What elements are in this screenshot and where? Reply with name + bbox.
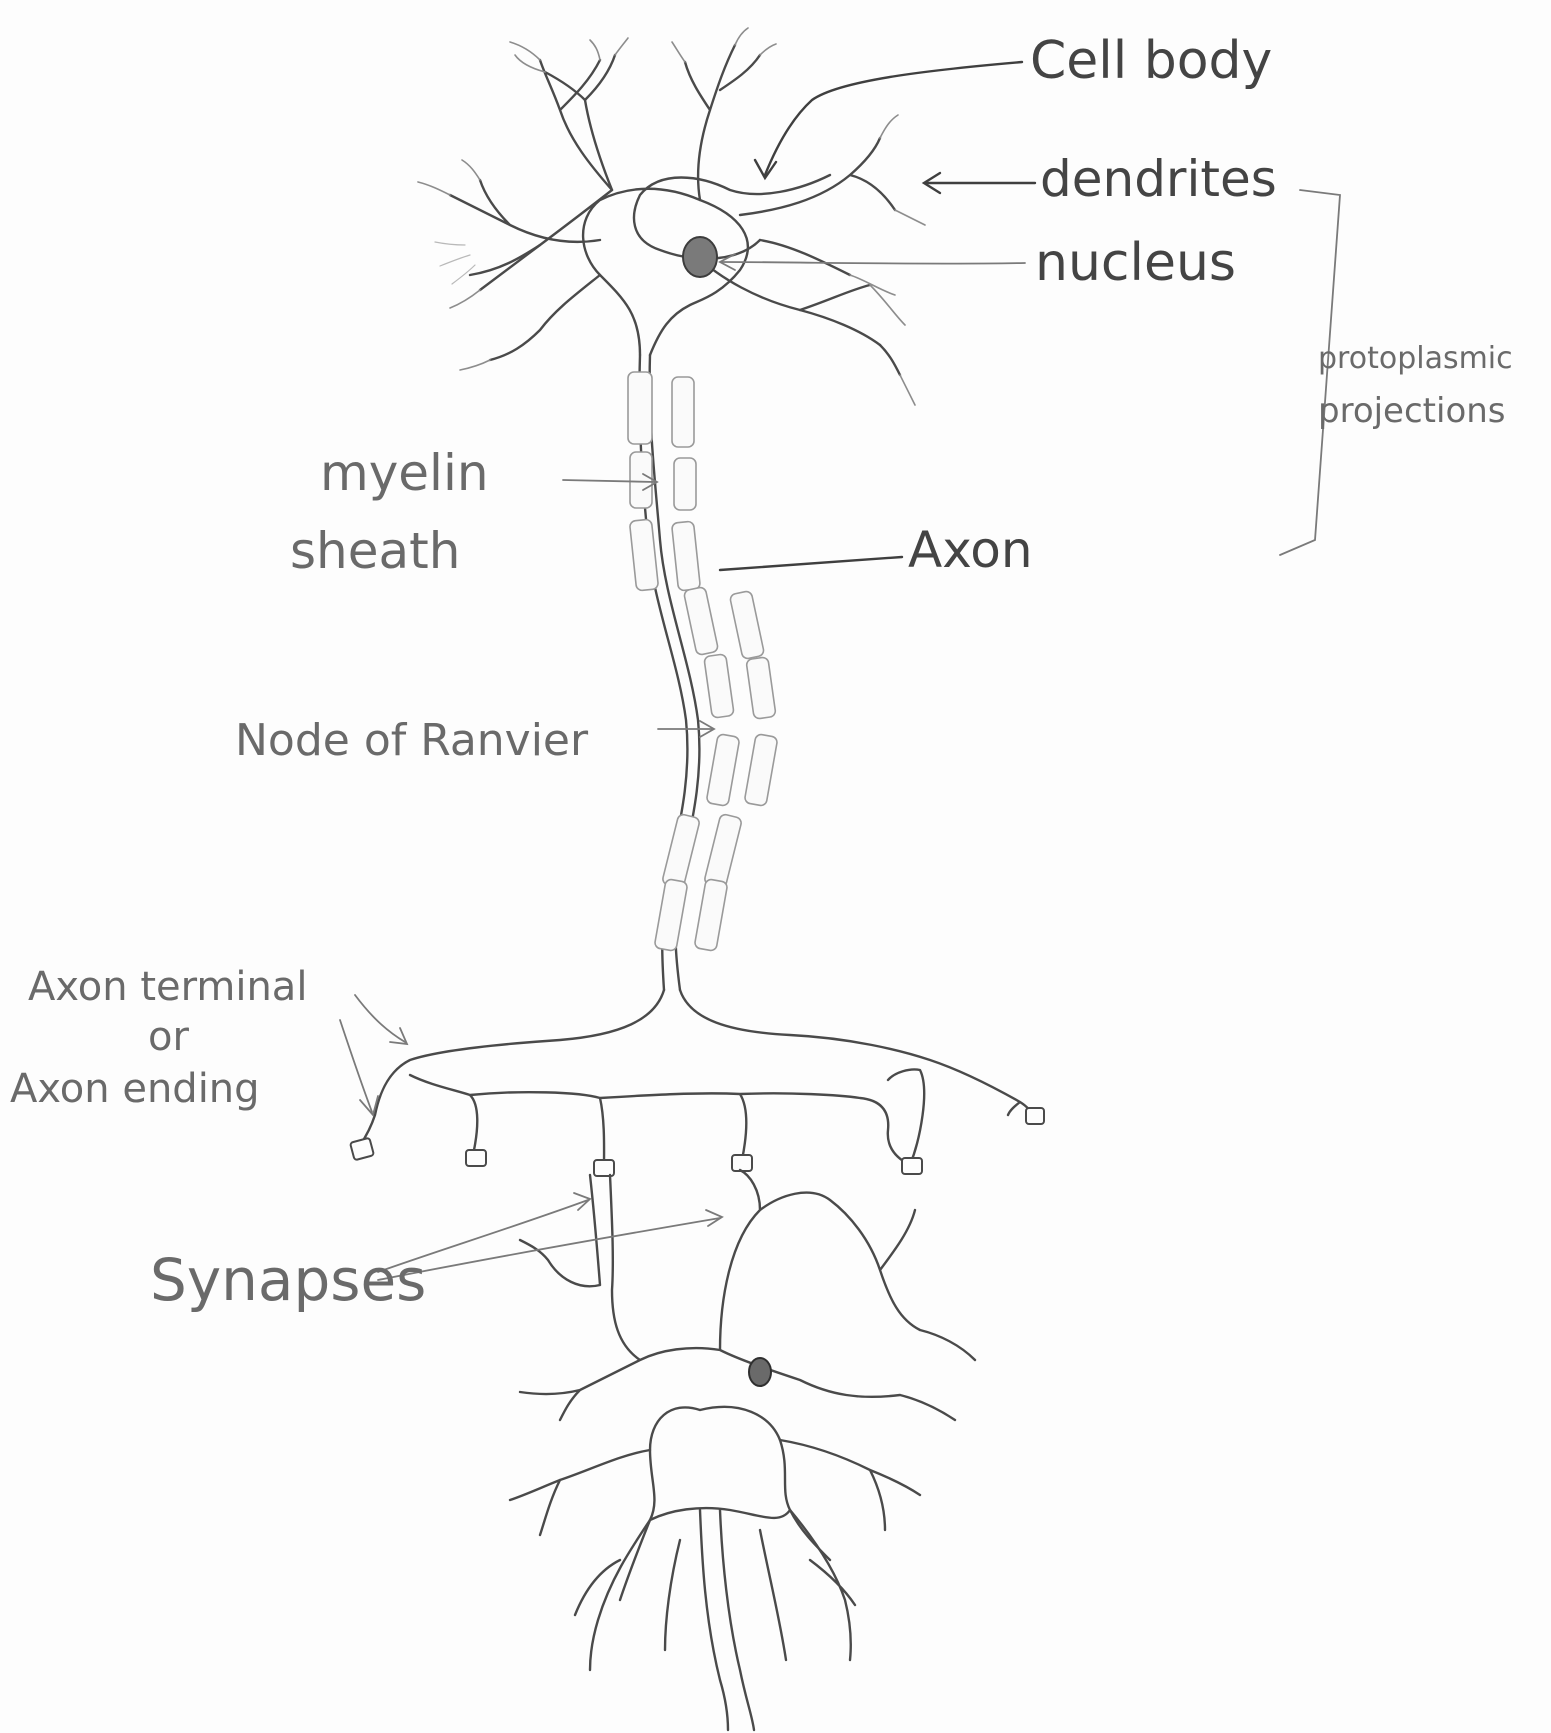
node-of-ranvier-label: Node of Ranvier xyxy=(235,715,589,766)
bouton xyxy=(594,1160,614,1176)
synapses-leader-2 xyxy=(378,1218,720,1280)
lower-dendrites xyxy=(520,1170,975,1420)
myelin-segment xyxy=(654,879,688,952)
myelin-segment xyxy=(729,590,764,659)
bouton xyxy=(350,1138,374,1161)
myelin-segment xyxy=(630,452,652,508)
dendrite-right xyxy=(740,138,900,375)
upper-neuron xyxy=(350,28,1044,1176)
dendrites-label: dendrites xyxy=(1040,150,1277,208)
protoplasmic-label-1: protoplasmic xyxy=(1318,341,1513,376)
cell-body-label: Cell body xyxy=(1030,31,1272,91)
dendrite-left-faint xyxy=(435,242,475,284)
soma xyxy=(583,189,748,355)
myelin-segment xyxy=(683,586,718,655)
axon-leader xyxy=(720,557,902,570)
lower-side-dendrites xyxy=(510,1440,920,1535)
myelin-segment xyxy=(672,377,694,447)
synapses-arrowhead-2 xyxy=(706,1210,722,1226)
bouton xyxy=(732,1155,752,1171)
bouton xyxy=(1026,1108,1044,1124)
dendrite-left-fine xyxy=(418,160,490,370)
lower-nucleus xyxy=(749,1358,771,1386)
myelin-segment xyxy=(629,519,658,591)
myelin-segment xyxy=(672,521,701,591)
cell-body-arrowhead xyxy=(755,160,776,178)
axon-terminal-leader-2 xyxy=(340,1020,372,1112)
myelin-label-2: sheath xyxy=(290,522,460,580)
myelin-segment xyxy=(694,879,728,952)
myelin-segment xyxy=(704,813,743,888)
axon-terminal-label-3: Axon ending xyxy=(10,1066,260,1112)
myelin-segment xyxy=(662,813,701,888)
protoplasmic-label-2: projections xyxy=(1318,391,1506,431)
myelin-sheath-segments xyxy=(628,372,778,951)
dendrite-right-fine xyxy=(850,115,925,405)
myelin-segment xyxy=(628,372,652,444)
lower-neuron xyxy=(510,1170,975,1730)
nucleus-shape xyxy=(683,237,717,277)
bouton xyxy=(902,1158,922,1174)
dendrite-top-center-fine xyxy=(672,28,776,62)
nucleus-leader xyxy=(722,262,1025,264)
myelin-segment xyxy=(746,657,776,719)
cell-body-outline xyxy=(470,100,880,345)
axon-terminal-label-2: or xyxy=(148,1014,189,1060)
axon-terminal-branches xyxy=(360,990,1034,1165)
dendrite-left xyxy=(450,180,600,360)
bouton xyxy=(466,1150,486,1166)
axon-terminal-label-1: Axon terminal xyxy=(28,964,307,1010)
axon-terminal-leader-1 xyxy=(355,995,405,1042)
myelin-segment xyxy=(704,654,734,718)
myelin-label-1: myelin xyxy=(320,444,489,502)
myelin-segment xyxy=(744,734,778,807)
dendrite-top-center xyxy=(685,45,760,200)
myelin-segment xyxy=(674,458,696,510)
myelin-segment xyxy=(706,734,740,807)
terminal-boutons xyxy=(350,1108,1044,1176)
nucleus-label: nucleus xyxy=(1035,233,1236,293)
synapses-label: Synapses xyxy=(150,1246,426,1314)
axon-label: Axon xyxy=(908,521,1033,579)
